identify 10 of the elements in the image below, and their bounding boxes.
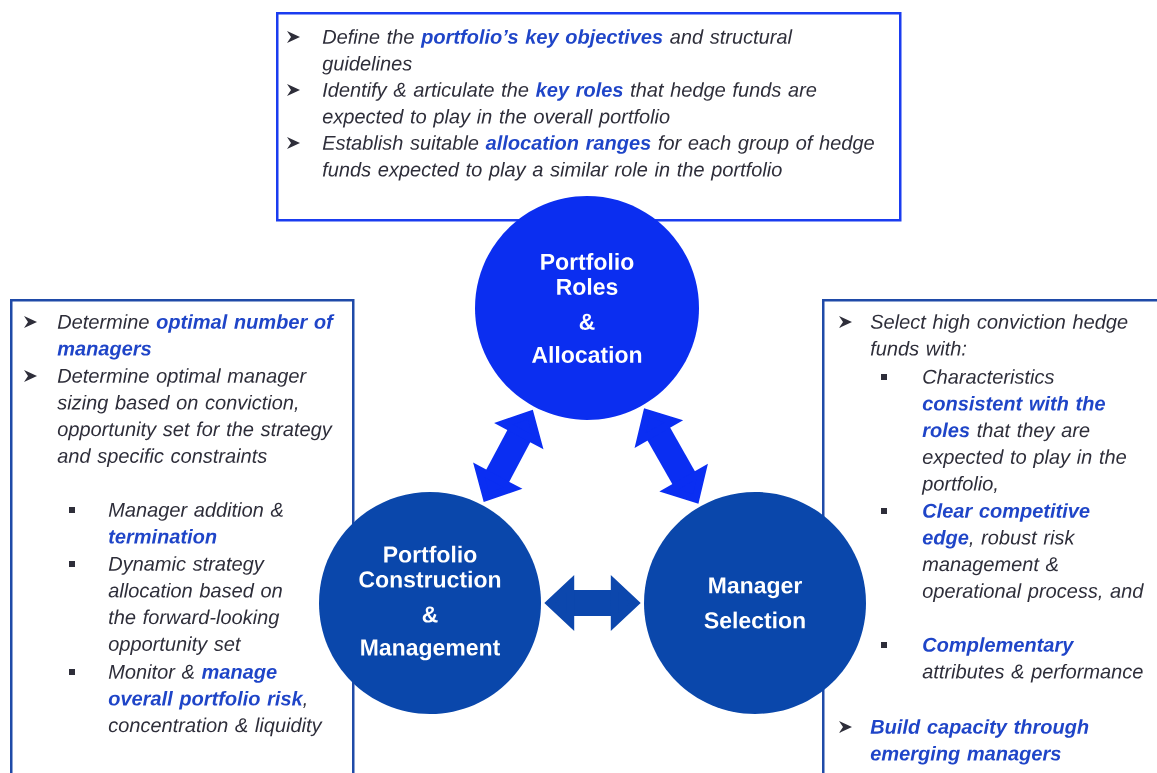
bullet-text: Build capacity through emerging managers <box>870 719 1089 765</box>
bullet-text: Determine optimal manager sizing based on conviction, opportunity set for the strategy and specific constraints <box>57 368 333 467</box>
bullet-text: Determine optimal number of managers <box>57 314 335 360</box>
bullet-text: Establish suitable allocation ranges for each group of hedge funds expected to play a similar role in the portfolio <box>322 135 874 181</box>
bullet-text: Clear competitive edge, robust risk management & operational process, and <box>922 503 1144 602</box>
bullet-text: Characteristics consistent with the roles that they are expected to play in the portfolio, <box>921 369 1126 495</box>
bullet-text: Select high conviction hedge funds with: <box>870 314 1128 356</box>
bullet-text: Manager addition & termination <box>108 502 283 544</box>
bullet-text: Dynamic strategy allocation based on the forward-looking opportunity set <box>108 556 282 655</box>
bullet-text: Complementary attributes & performance <box>922 637 1143 683</box>
